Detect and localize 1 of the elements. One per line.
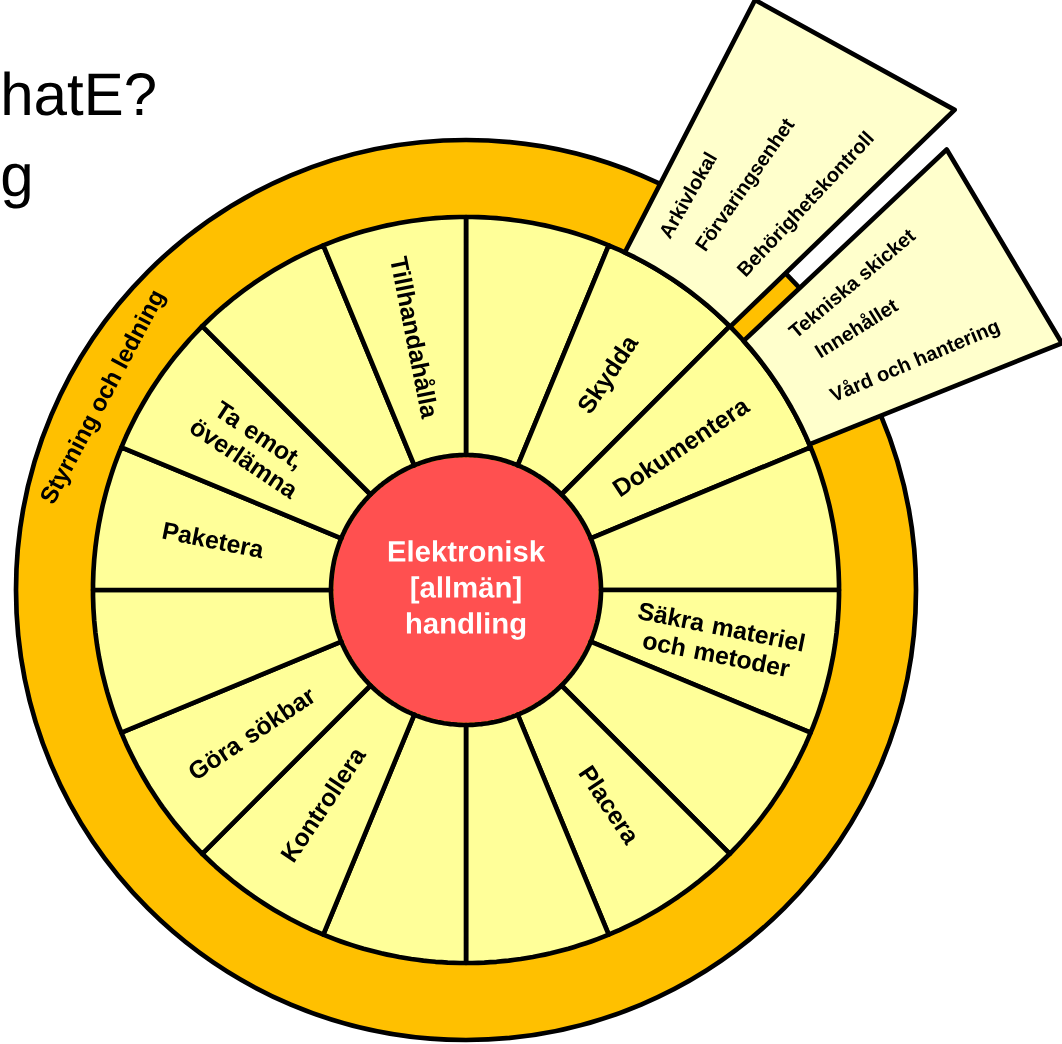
title-text: hatE? xyxy=(4,71,155,116)
